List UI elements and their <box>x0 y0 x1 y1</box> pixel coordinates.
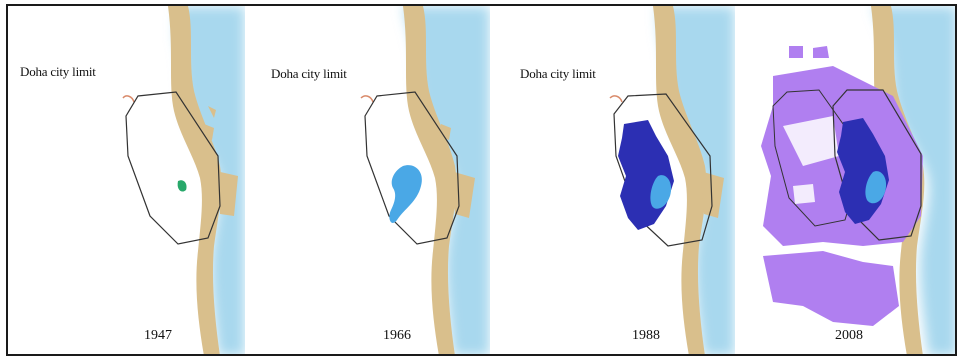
urban-area-1988 <box>618 120 674 230</box>
figure-frame: Doha city limit 1947 Doha city limit 196… <box>6 4 957 356</box>
urban-area-1966-remnant <box>865 171 887 204</box>
year-label: 1947 <box>144 328 172 343</box>
peninsula-land <box>216 171 238 216</box>
map-panel-2008: 2008 <box>743 6 955 354</box>
coastal-land <box>653 6 707 354</box>
road-trace <box>360 95 374 103</box>
urban-area-2008-south <box>763 251 899 326</box>
road-trace <box>609 95 623 103</box>
map-1988 <box>609 6 735 354</box>
city-limit-label: Doha city limit <box>271 66 347 81</box>
urban-area-1966-remnant <box>650 175 672 209</box>
city-limit-outline <box>125 91 221 245</box>
city-limit-label: Doha city limit <box>20 64 96 79</box>
city-limit-outline <box>364 91 460 245</box>
undeveloped-gap <box>783 116 839 204</box>
map-2008 <box>761 6 955 354</box>
map-1947 <box>122 6 245 354</box>
peninsula-land <box>451 171 475 218</box>
road-trace <box>122 95 135 103</box>
city-limit-label: Doha city limit <box>520 66 596 81</box>
urban-area-1947 <box>177 180 187 192</box>
island-land <box>439 124 451 140</box>
year-label: 2008 <box>835 328 863 343</box>
urban-area-1966 <box>389 165 422 223</box>
map-panel-1988: Doha city limit 1988 <box>498 6 735 354</box>
coastal-land <box>168 6 222 354</box>
map-1966 <box>360 6 490 354</box>
map-panel-1947: Doha city limit 1947 <box>8 6 245 354</box>
urban-area-2008-north <box>789 46 829 58</box>
year-label: 1988 <box>632 328 660 343</box>
year-label: 1966 <box>383 328 411 343</box>
island-land <box>202 106 216 140</box>
map-panel-1966: Doha city limit 1966 <box>253 6 490 354</box>
